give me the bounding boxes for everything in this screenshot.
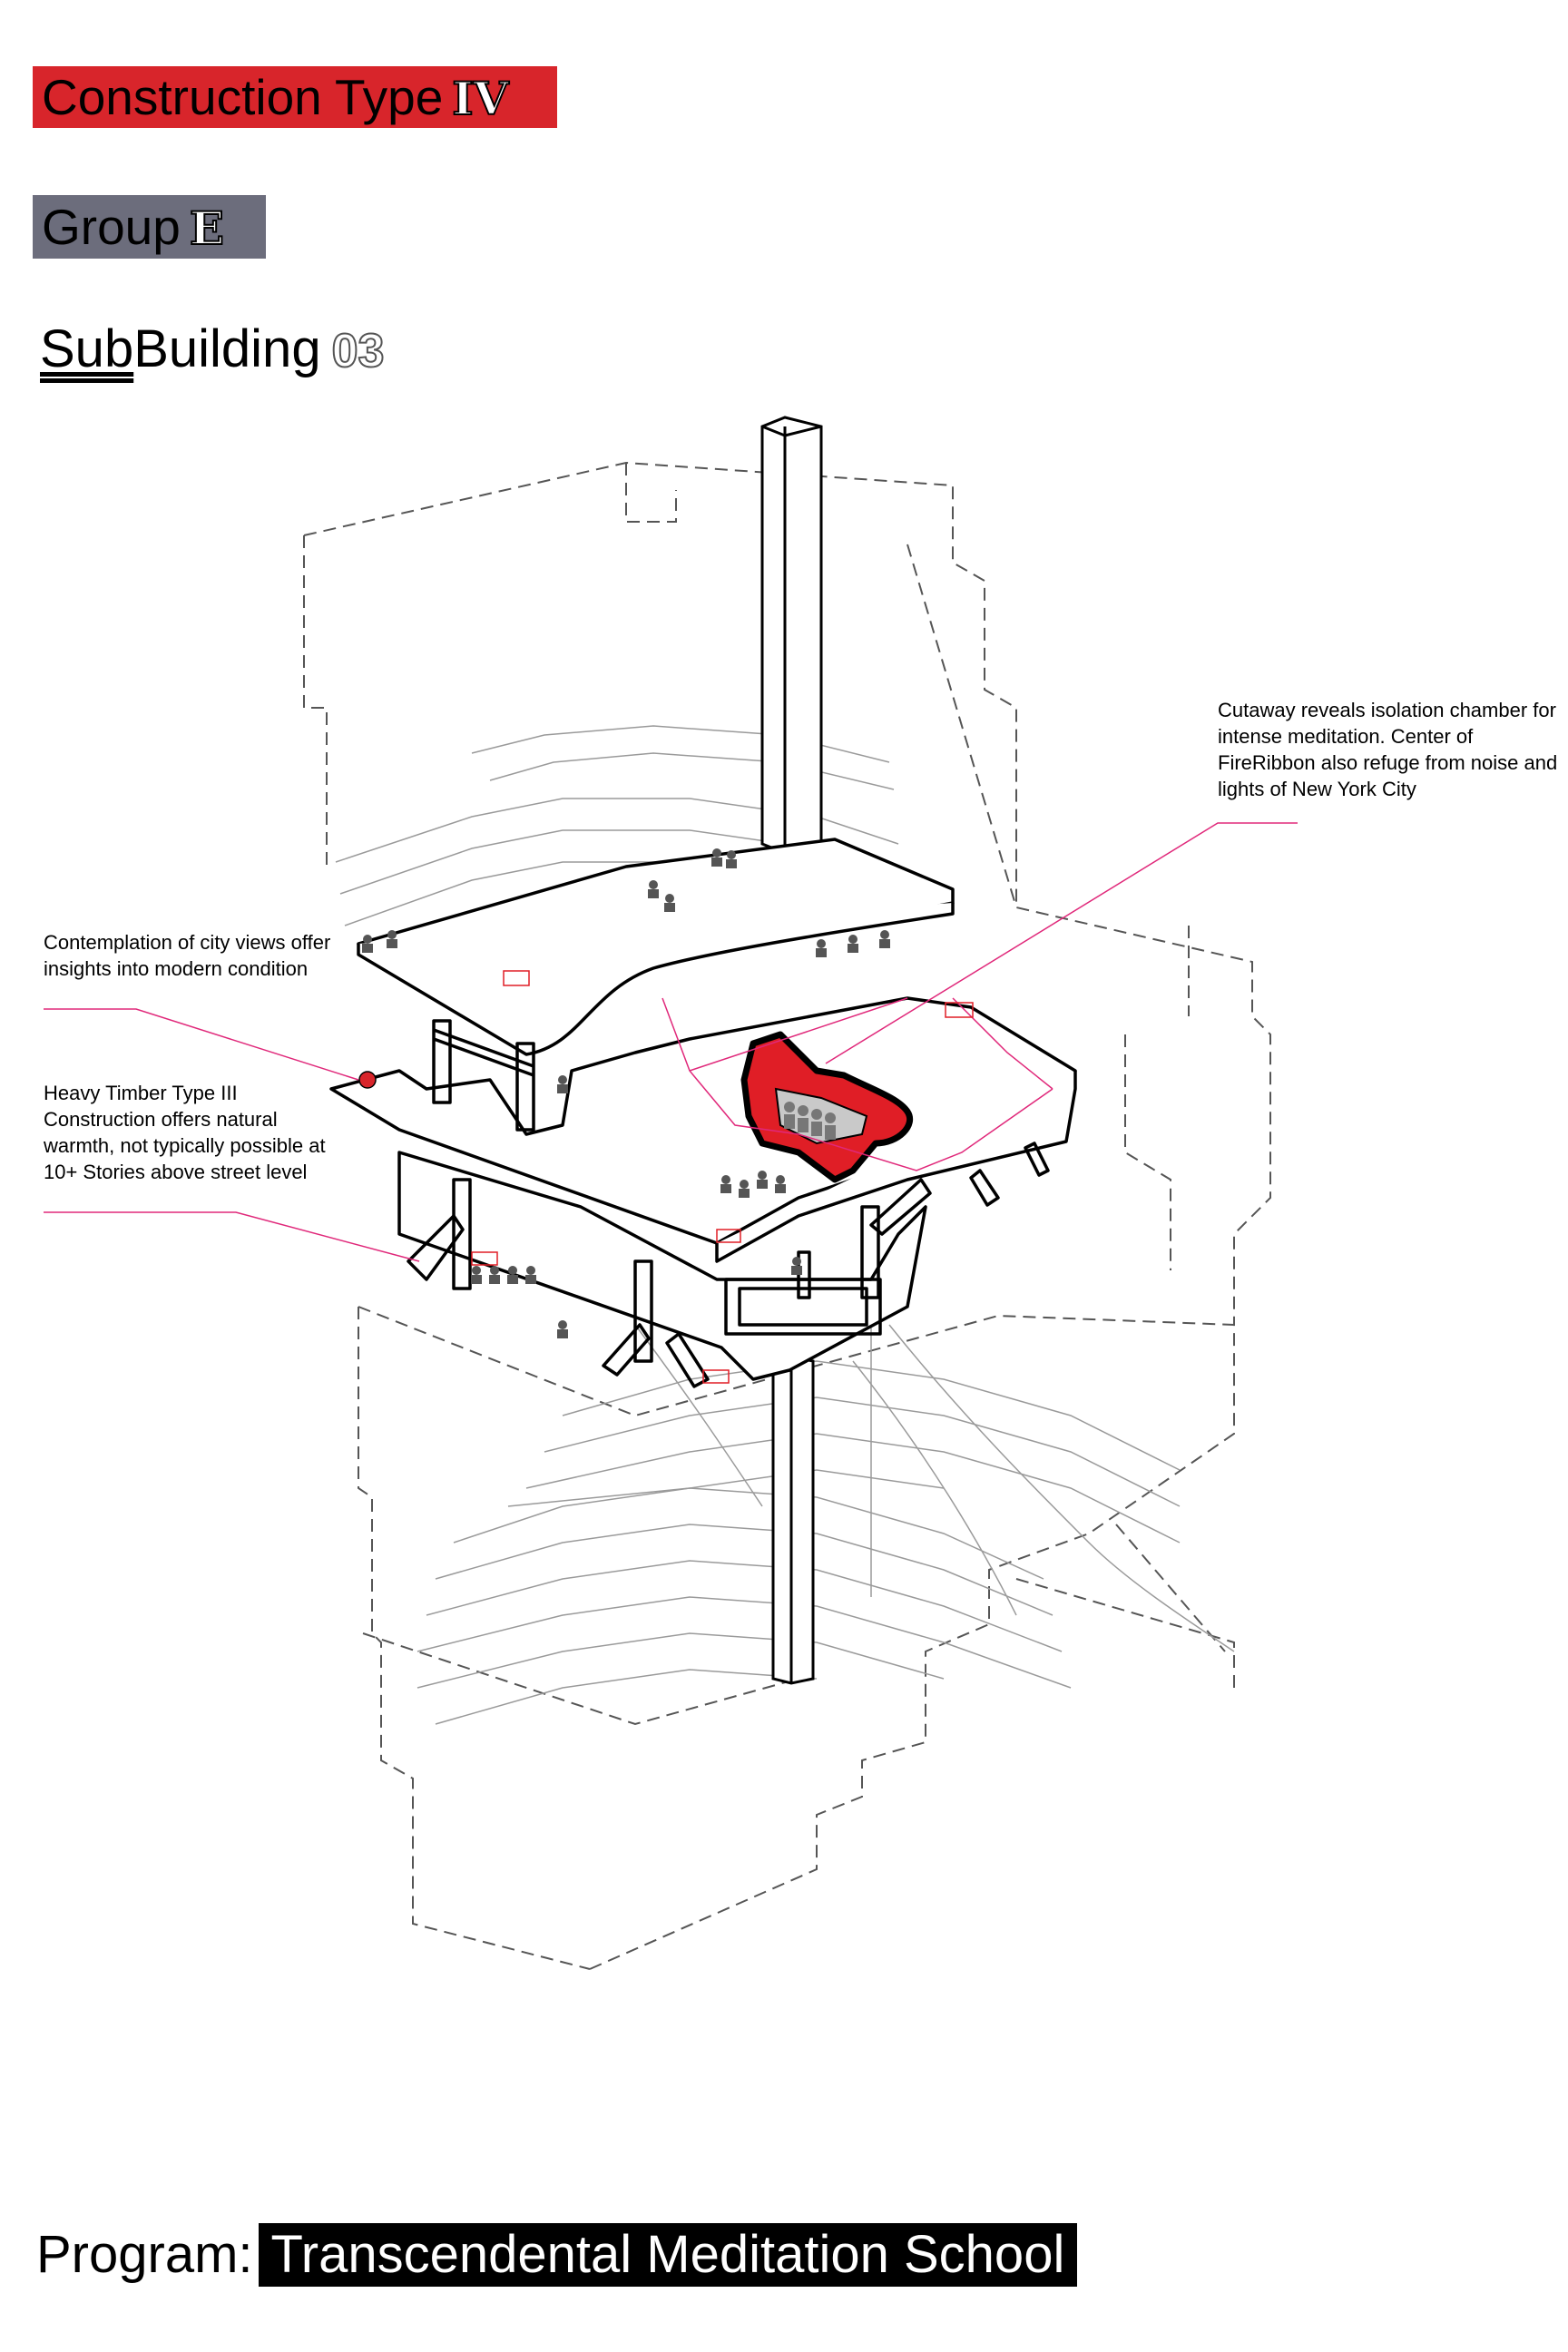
ghost-massing [303,461,1271,1970]
group-value: E [189,201,225,256]
program-footer: Program:Transcendental Meditation School [36,2221,1078,2288]
subbuilding-label: Building [133,319,321,378]
stair-hatching [335,725,1235,1725]
timber-frames [407,1019,1050,1388]
lower-floor-plate [397,1151,927,1381]
people-figures [362,848,890,1338]
central-mast [760,416,823,1685]
subbuilding-prefix: Sub [40,319,134,378]
person-highlight-icon [358,1071,377,1089]
program-value: Transcendental Meditation School [258,2223,1078,2287]
exit-sign-icons [471,970,974,1384]
note-cutaway: Cutaway reveals isolation chamber for in… [1218,699,1558,800]
group-label: Group [42,199,181,255]
fire-ribbon-lines [662,997,1054,1171]
isolation-chamber-cutaway [740,1031,913,1183]
meditation-group-icon [784,1102,836,1140]
upper-floor-plate [357,838,955,1056]
construction-type-value: IV [451,71,509,126]
middle-floor-plate [329,996,1077,1263]
leader-lines [44,822,1298,1262]
subbuilding-number: 03 [331,324,386,378]
note-city-views: Contemplation of city views offer insigh… [44,931,331,980]
program-label: Program: [36,2225,253,2284]
note-heavy-timber: Heavy Timber Type III Construction offer… [44,1082,326,1183]
construction-type-label: Construction Type [42,69,444,125]
